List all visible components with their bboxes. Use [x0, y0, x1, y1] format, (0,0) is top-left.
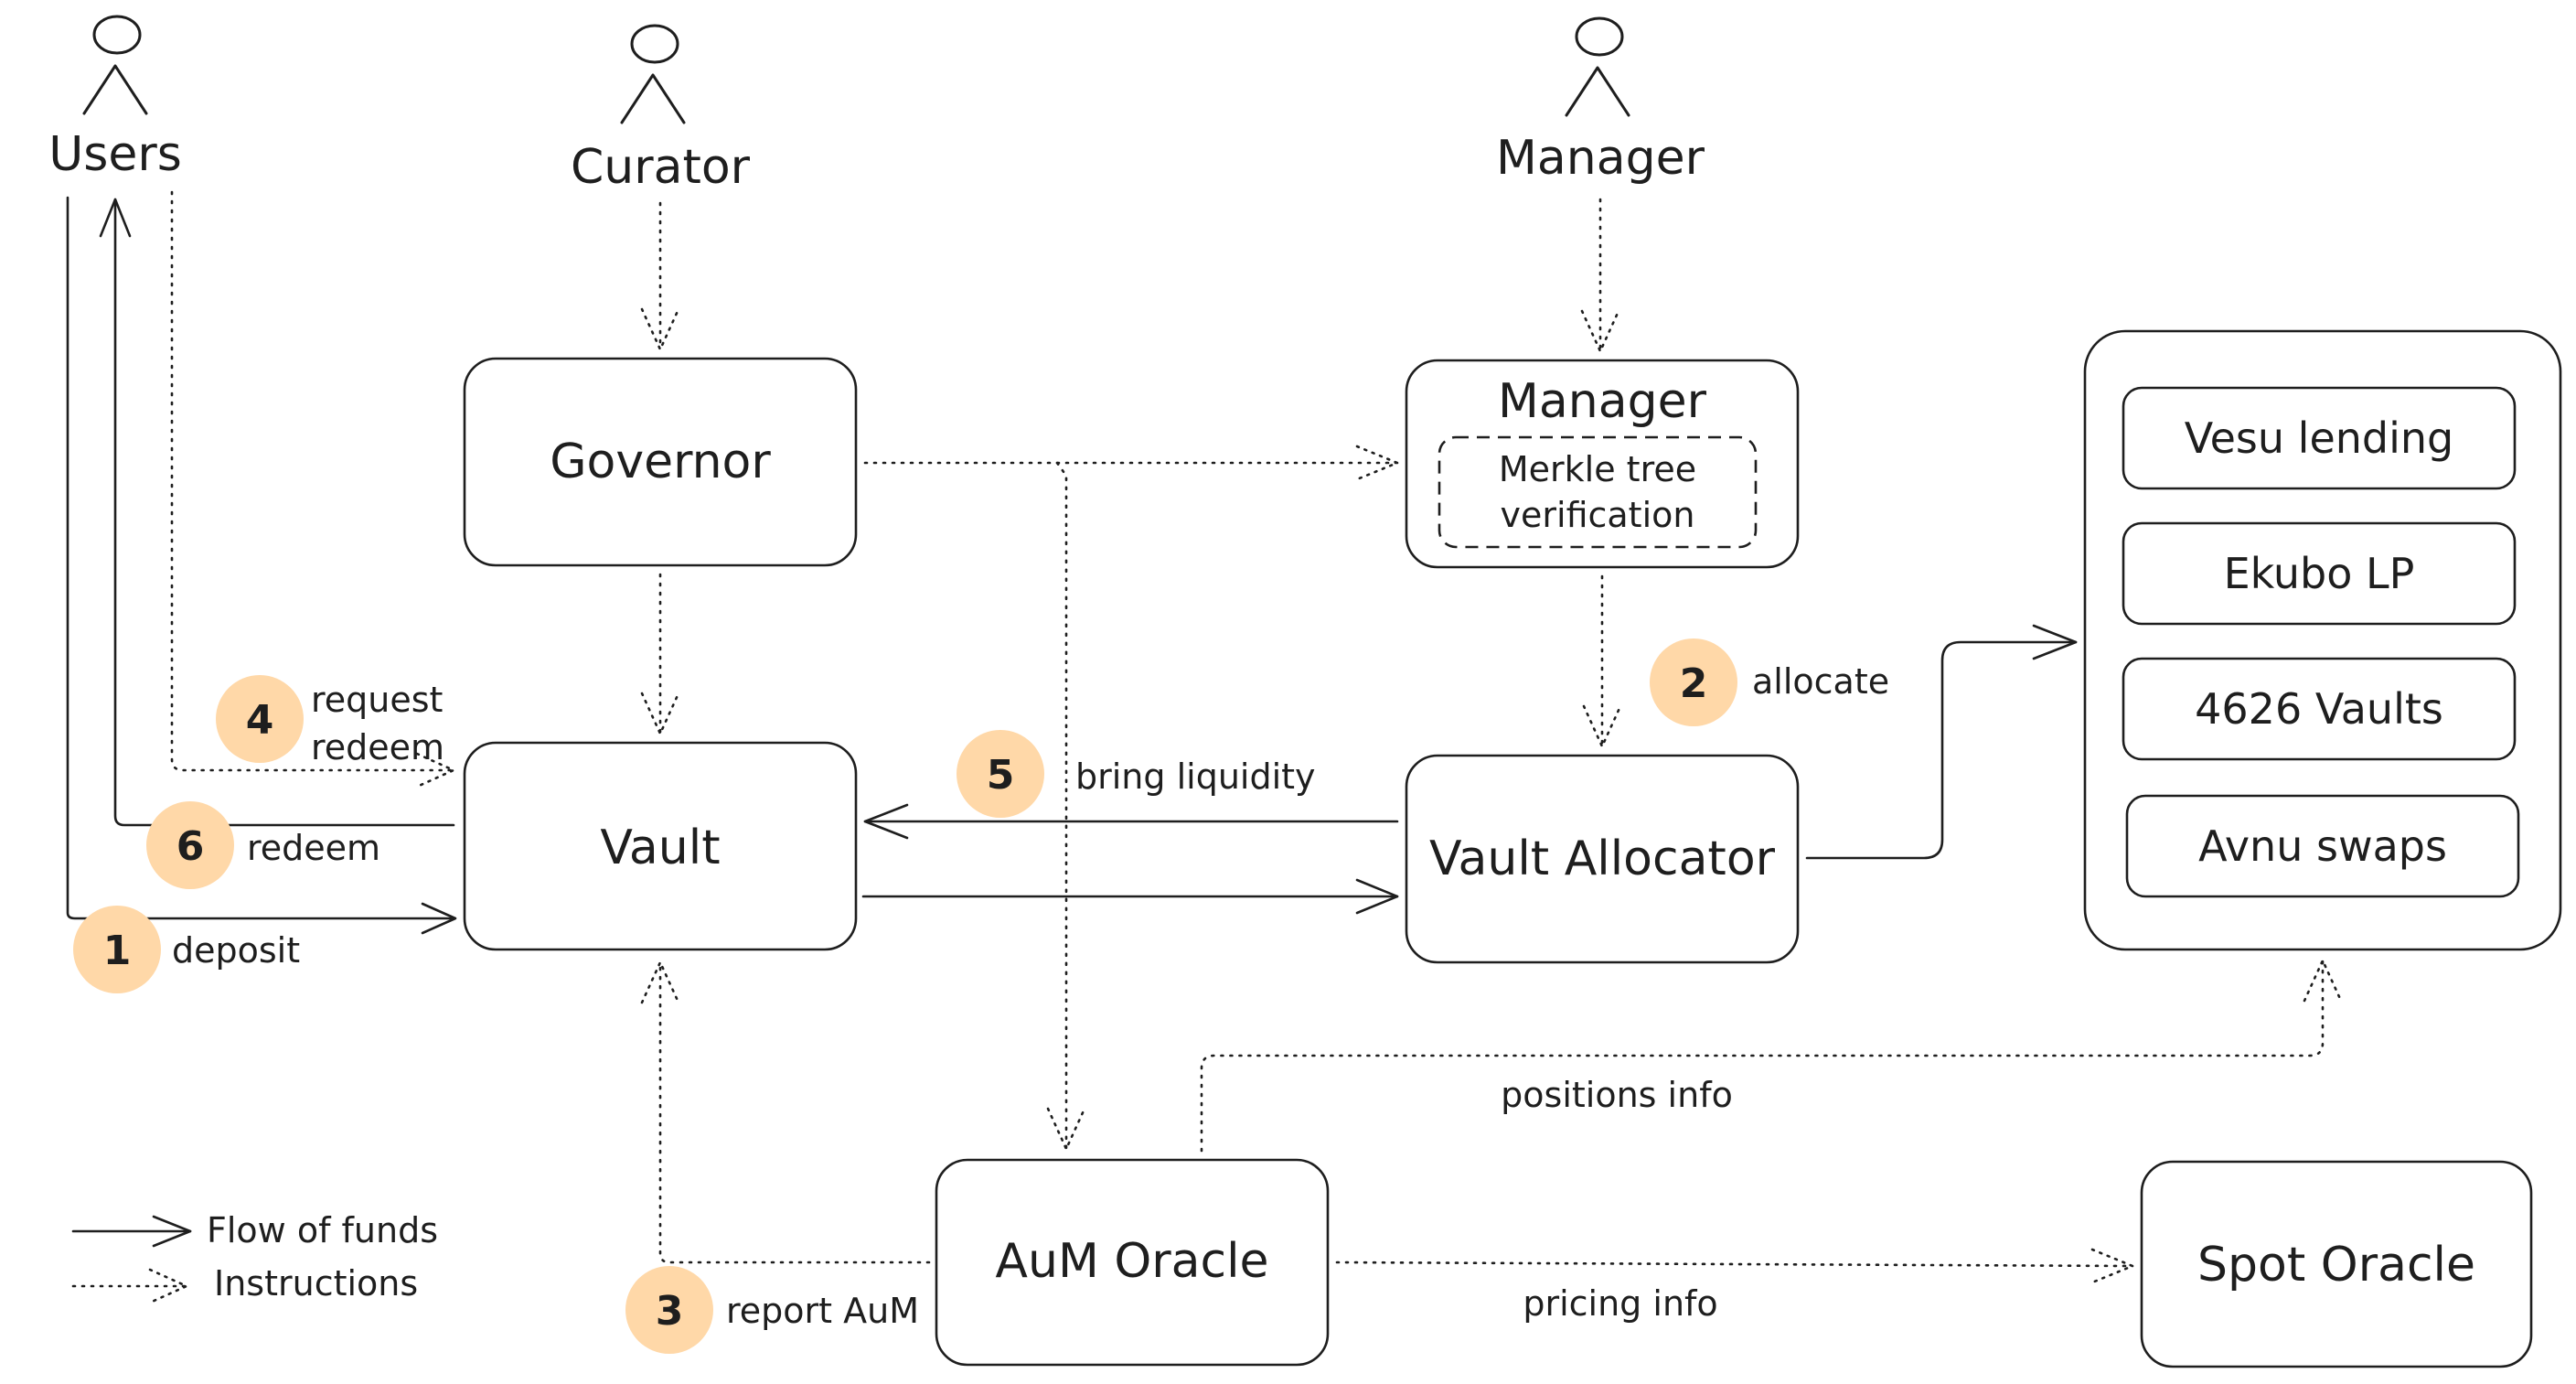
- vault-label: Vault: [600, 821, 720, 875]
- manager-box: Manager Merkle tree verification: [1405, 359, 1800, 569]
- spot-oracle-box: Spot Oracle: [2140, 1160, 2533, 1368]
- step-label-line-1: request: [311, 680, 443, 720]
- protocol-vesu-lending: Vesu lending: [2122, 386, 2517, 490]
- step-label: report AuM: [726, 1291, 919, 1331]
- arrow-deposit: [66, 196, 457, 935]
- arrow-bring-liquidity: [863, 803, 1399, 840]
- arrow-allocator-to-protocols: [1805, 624, 2078, 860]
- step-2-allocate: 2 allocate: [1650, 638, 1889, 726]
- legend-flow-of-funds-label: Flow of funds: [207, 1210, 438, 1250]
- protocol-label: Ekubo LP: [2224, 549, 2415, 598]
- arrow-request-redeem: [170, 190, 457, 789]
- step-badge: [146, 801, 234, 889]
- step-3-report-aum: 3 report AuM: [625, 1266, 919, 1354]
- pricing-info-label: pricing info: [1523, 1283, 1717, 1324]
- actor-manager: Manager: [1496, 16, 1705, 186]
- legend-instructions-label: Instructions: [214, 1263, 418, 1304]
- step-1-deposit: 1 deposit: [73, 906, 300, 993]
- step-badge: [1650, 638, 1737, 726]
- governor-label: Governor: [550, 435, 771, 489]
- actor-users-label: Users: [48, 127, 182, 182]
- manager-box-title: Manager: [1498, 374, 1707, 429]
- step-badge: [216, 675, 304, 763]
- step-label: redeem: [247, 828, 380, 868]
- actor-curator: Curator: [571, 24, 751, 195]
- step-label-line-2: redeem: [311, 727, 444, 767]
- protocols-container: Vesu lending Ekubo LP 4626 Vaults Avnu s…: [2083, 329, 2562, 951]
- actor-users: Users: [48, 15, 182, 182]
- step-4-request-redeem: 4 request redeem: [216, 675, 444, 767]
- arrow-manager-to-managerbox: [1580, 198, 1620, 355]
- step-number: 6: [176, 823, 205, 870]
- aum-oracle-box: AuM Oracle: [935, 1158, 1330, 1367]
- arrow-pricing-info: [1335, 1248, 2136, 1284]
- arrow-manager-to-allocator: [1582, 574, 1622, 750]
- step-label: deposit: [172, 930, 300, 971]
- arrow-governor-to-aum-oracle: [1046, 461, 1086, 1153]
- arrow-report-aum: [640, 959, 931, 1264]
- vault-box: Vault: [463, 741, 858, 951]
- legend: Flow of funds Instructions: [71, 1210, 438, 1304]
- arrow-vault-to-allocator: [861, 878, 1399, 915]
- protocol-label: 4626 Vaults: [2195, 684, 2443, 734]
- user-icon: [1565, 16, 1630, 117]
- arrow-curator-to-governor: [640, 201, 680, 353]
- spot-oracle-label: Spot Oracle: [2197, 1238, 2475, 1293]
- merkle-line-2: verification: [1501, 495, 1695, 535]
- step-number: 1: [103, 928, 132, 974]
- arrow-governor-to-manager: [863, 445, 1401, 481]
- vault-allocator-box: Vault Allocator: [1405, 754, 1800, 964]
- legend-instructions: Instructions: [71, 1263, 418, 1304]
- vault-allocator-label: Vault Allocator: [1429, 831, 1776, 886]
- protocol-ekubo-lp: Ekubo LP: [2122, 521, 2517, 626]
- arrow-positions-info: [1200, 957, 2343, 1153]
- arrow-redeem: [99, 198, 455, 827]
- actor-manager-label: Manager: [1496, 131, 1705, 186]
- step-badge: [73, 906, 161, 993]
- step-label: allocate: [1752, 661, 1889, 702]
- step-label: bring liquidity: [1075, 756, 1316, 797]
- merkle-line-1: Merkle tree: [1499, 449, 1696, 489]
- user-icon: [620, 24, 686, 124]
- step-6-redeem: 6 redeem: [146, 801, 380, 889]
- user-icon: [82, 15, 148, 115]
- legend-flow-of-funds: Flow of funds: [71, 1210, 438, 1250]
- positions-info-label: positions info: [1501, 1075, 1733, 1115]
- actor-curator-label: Curator: [571, 140, 751, 195]
- step-number: 4: [246, 697, 274, 744]
- step-number: 3: [656, 1288, 684, 1335]
- protocol-avnu-swaps: Avnu swaps: [2125, 794, 2520, 898]
- step-number: 2: [1680, 660, 1708, 707]
- protocol-4626-vaults: 4626 Vaults: [2122, 657, 2517, 761]
- arrow-governor-to-vault: [640, 573, 680, 737]
- step-5-bring-liquidity: 5 bring liquidity: [957, 730, 1316, 818]
- aum-oracle-label: AuM Oracle: [995, 1234, 1268, 1289]
- governor-box: Governor: [463, 357, 858, 567]
- step-badge: [957, 730, 1044, 818]
- step-number: 5: [987, 752, 1015, 799]
- merkle-verification-box: [1438, 435, 1758, 549]
- protocol-label: Vesu lending: [2185, 413, 2454, 463]
- protocol-label: Avnu swaps: [2198, 821, 2447, 871]
- step-badge: [625, 1266, 713, 1354]
